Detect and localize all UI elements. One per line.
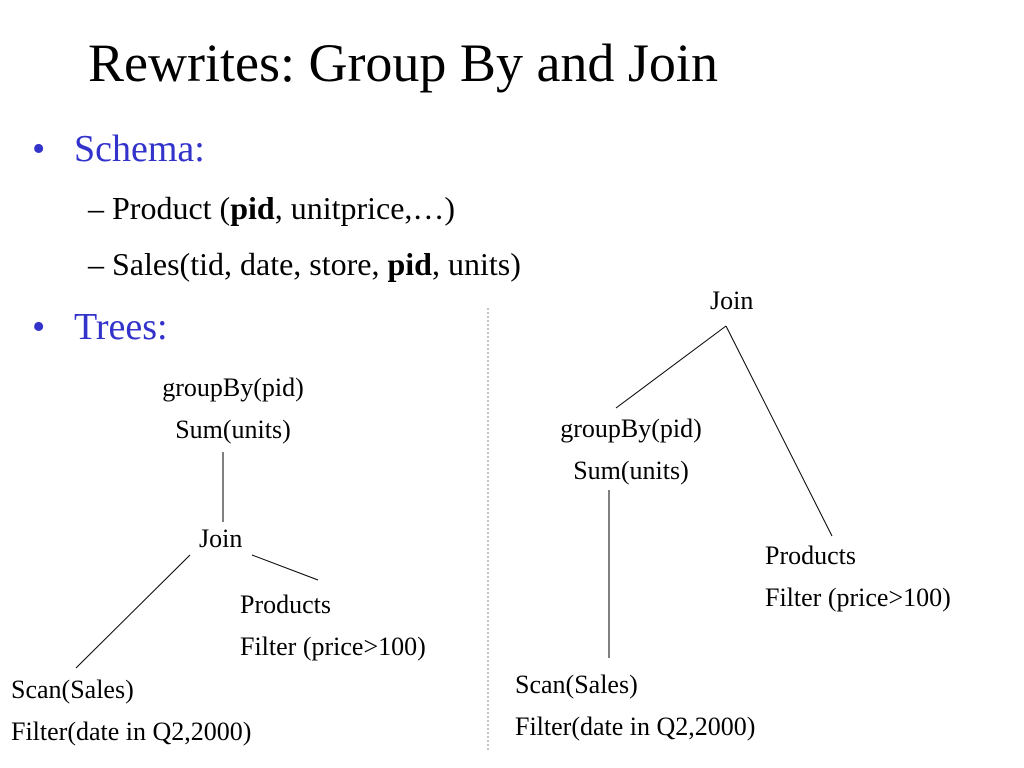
edge-right-join-groupby — [615, 325, 727, 409]
left-scan-node: Scan(Sales) Filter(date in Q2,2000) — [11, 669, 251, 753]
scan-filter-line: Filter(date in Q2,2000) — [11, 717, 252, 746]
dash: – — [88, 246, 104, 282]
dash: – — [88, 190, 104, 226]
products-line: Products — [765, 541, 856, 570]
scan-line: Scan(Sales) — [515, 670, 638, 699]
filter-line: Filter (price>100) — [240, 632, 426, 661]
sum-line: Sum(units) — [175, 415, 291, 444]
edge-left-join-products — [251, 554, 319, 581]
bullet-dot: • — [32, 128, 46, 170]
edge-right-join-products — [725, 325, 833, 537]
sales-prefix: Sales(tid, date, store, — [112, 246, 388, 282]
schema-heading: Schema: — [74, 128, 205, 170]
schema-sales-line: – Sales(tid, date, store, pid, units) — [88, 248, 521, 280]
sales-key: pid — [387, 246, 432, 282]
scan-filter-line: Filter(date in Q2,2000) — [515, 712, 756, 741]
right-products-node: Products Filter (price>100) — [765, 535, 951, 619]
product-suffix: , unitprice,…) — [274, 190, 456, 226]
product-key: pid — [230, 190, 275, 226]
trees-heading: Trees: — [74, 306, 168, 348]
bullet-trees: • Trees: — [32, 308, 168, 346]
filter-line: Filter (price>100) — [765, 583, 951, 612]
right-groupby-node: groupBy(pid) Sum(units) — [531, 408, 731, 492]
edge-left-join-scan — [75, 554, 191, 669]
right-scan-node: Scan(Sales) Filter(date in Q2,2000) — [515, 664, 755, 748]
schema-product-line: – Product (pid, unitprice,…) — [88, 192, 455, 224]
left-join-node: Join — [199, 524, 243, 553]
left-products-node: Products Filter (price>100) — [240, 584, 426, 668]
scan-line: Scan(Sales) — [11, 675, 134, 704]
products-line: Products — [240, 590, 331, 619]
bullet-schema: • Schema: — [32, 130, 205, 168]
bullet-dot: • — [32, 306, 46, 348]
groupby-line: groupBy(pid) — [560, 414, 702, 443]
groupby-line: groupBy(pid) — [162, 373, 304, 402]
product-prefix: Product ( — [112, 190, 231, 226]
left-groupby-node: groupBy(pid) Sum(units) — [133, 367, 333, 451]
right-join-node: Join — [710, 286, 754, 315]
slide-title: Rewrites: Group By and Join — [88, 33, 718, 93]
sales-suffix: , units) — [431, 246, 521, 282]
sum-line: Sum(units) — [573, 456, 689, 485]
